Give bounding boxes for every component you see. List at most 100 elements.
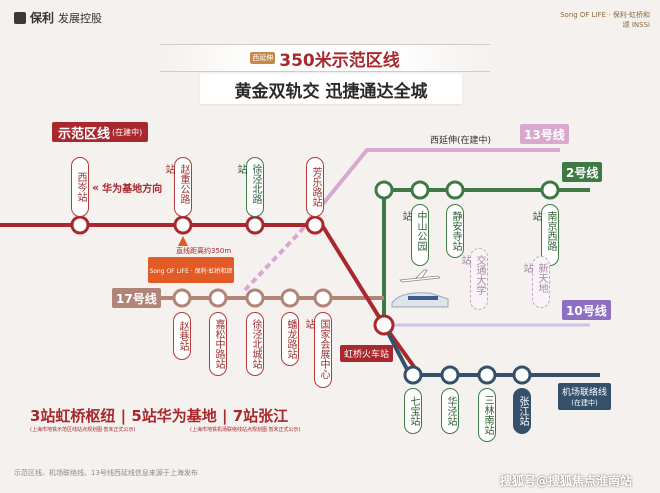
station-label: 三林南站 — [482, 395, 493, 435]
station-label: 交通大学站 — [459, 255, 485, 295]
line10-badge: 10号线 — [562, 300, 611, 320]
station-xujingbeicheng: 徐泾北城站 — [246, 312, 264, 376]
station-label: 国家会展中心站 — [303, 319, 329, 379]
station-label: 芳乐路站 — [310, 167, 321, 207]
station-label: 华泾站 — [445, 396, 456, 426]
station-fangle: 芳乐路站 — [306, 157, 324, 217]
top-right-logo-text: Song OF LIFE · 保利·虹桥和颂 INSSi — [560, 11, 650, 29]
station-xujingbei: 徐泾北路站 — [235, 157, 264, 217]
station-label: 新天地站 — [521, 263, 547, 293]
line17-badge: 17号线 — [112, 288, 161, 308]
station-marker — [440, 365, 460, 385]
headline-sub-left: (上海市地铁示范区线站点规划图·暂未正式公示) — [30, 427, 136, 433]
station-label: 徐泾北城站 — [250, 319, 261, 369]
station-panlong: 蟠龙路站 — [281, 312, 299, 366]
station-label: 赵重公路站 — [163, 164, 189, 204]
station-jiaotongdaxue: 交通大学站 — [459, 248, 488, 310]
station-jingan: 静安寺站 — [446, 204, 464, 258]
demo-line-label: 示范区线 — [58, 126, 111, 142]
station-guojiahuizhan: 国家会展中心站 — [303, 312, 332, 388]
station-zhaozhong: 赵重公路站 — [163, 157, 192, 217]
title-banner: 西延伸 350米示范区线 — [160, 44, 490, 72]
station-sanlinnan: 三林南站 — [478, 388, 496, 442]
headline-sub-right: (上海市地铁机场联络线站点规划图·暂未正式公示) — [190, 427, 301, 433]
subtitle-bar: 黄金双轨交 迅捷通达全城 — [200, 74, 462, 104]
station-nanjingxi: 南京西路站 — [530, 204, 559, 266]
chevron-left-icon: « — [92, 181, 100, 194]
station-zhaoxiang: 赵巷站 — [173, 312, 191, 360]
station-marker — [512, 365, 532, 385]
station-label: 赵巷站 — [177, 321, 188, 351]
station-huajing: 华泾站 — [441, 388, 459, 434]
station-zhangjiang: 张江站 — [513, 388, 531, 434]
station-marker — [410, 180, 430, 200]
huawei-direction: « 华为基地方向 — [92, 180, 162, 195]
station-marker — [208, 288, 228, 308]
line13-extension — [243, 230, 302, 292]
demo-line-track — [0, 223, 422, 377]
station-marker — [172, 288, 192, 308]
project-logo-card: Song OF LIFE · 保利·虹桥和颂 — [148, 257, 234, 283]
station-qibao: 七宝站 — [404, 388, 422, 434]
line13-badge: 13号线 — [520, 124, 569, 144]
title-tag: 西延伸 — [250, 52, 276, 64]
project-pin — [178, 236, 188, 246]
station-label: 张江站 — [517, 396, 528, 426]
subtitle: 黄金双轨交 迅捷通达全城 — [234, 81, 428, 102]
station-marker — [445, 180, 465, 200]
line13-num: 13号线 — [524, 127, 565, 142]
hub-marker — [373, 314, 395, 336]
station-label: 嘉松中路站 — [213, 319, 224, 369]
station-marker — [245, 215, 265, 235]
line2-num: 2号线 — [566, 165, 599, 180]
station-marker — [245, 288, 265, 308]
station-marker — [70, 215, 90, 235]
station-markers — [70, 180, 560, 385]
plane-icon — [399, 269, 441, 283]
station-label: 蟠龙路站 — [285, 319, 296, 359]
station-marker — [540, 180, 560, 200]
station-marker — [305, 215, 325, 235]
train-icon — [391, 292, 449, 308]
train-illustration — [390, 285, 450, 311]
demo-line-note: (在建中) — [112, 127, 143, 137]
footnote: 示范区线、机场联络线、13号线西延线信息来源于上海发布 — [14, 469, 198, 477]
station-marker — [477, 365, 497, 385]
distance-note: 直线距离约350m — [176, 246, 231, 256]
plane-illustration — [398, 268, 441, 288]
station-marker — [173, 215, 193, 235]
line17-num: 17号线 — [116, 291, 157, 306]
hub-label-text: 虹桥火车站 — [344, 350, 390, 360]
title-main: 350米示范区线 — [279, 50, 400, 71]
station-label: 中山公园站 — [400, 211, 426, 251]
airport-line-label: 机场联络线 — [562, 388, 608, 398]
top-right-logo: Song OF LIFE · 保利·虹桥和颂 INSSi — [560, 10, 650, 30]
hub-label: 虹桥火车站 — [340, 345, 394, 362]
distance-note-text: 直线距离约350m — [176, 247, 232, 255]
station-marker — [403, 365, 423, 385]
station-zhongshan: 中山公园站 — [400, 204, 429, 266]
line2-badge: 2号线 — [562, 162, 603, 182]
station-marker — [313, 288, 333, 308]
station-marker — [374, 180, 394, 200]
station-label: 静安寺站 — [450, 211, 461, 251]
station-label: 徐泾北路站 — [235, 164, 261, 204]
station-label: 南京西路站 — [530, 211, 556, 251]
airport-line-badge: 机场联络线 (在建中) — [558, 383, 612, 410]
station-jiasong: 嘉松中路站 — [209, 312, 227, 376]
brand-logo: 保利 发展控股 — [14, 9, 102, 26]
brand-mark: 保利 — [30, 11, 55, 25]
headline: 3站虹桥枢纽 | 5站华为基地 | 7站张江 — [30, 407, 289, 425]
line10-num: 10号线 — [566, 303, 607, 318]
airport-line-note: (在建中) — [571, 399, 598, 407]
station-label: 七宝站 — [408, 396, 419, 426]
brand-icon — [14, 11, 26, 24]
west-extension-label: 西延伸(在建中) — [430, 136, 492, 146]
station-marker — [280, 288, 300, 308]
huawei-direction-label: 华为基地方向 — [102, 184, 163, 195]
station-label: 西岑站 — [75, 172, 86, 202]
demo-line-badge: 示范区线 (在建中) — [52, 122, 149, 142]
brand-name: 发展控股 — [58, 11, 103, 25]
